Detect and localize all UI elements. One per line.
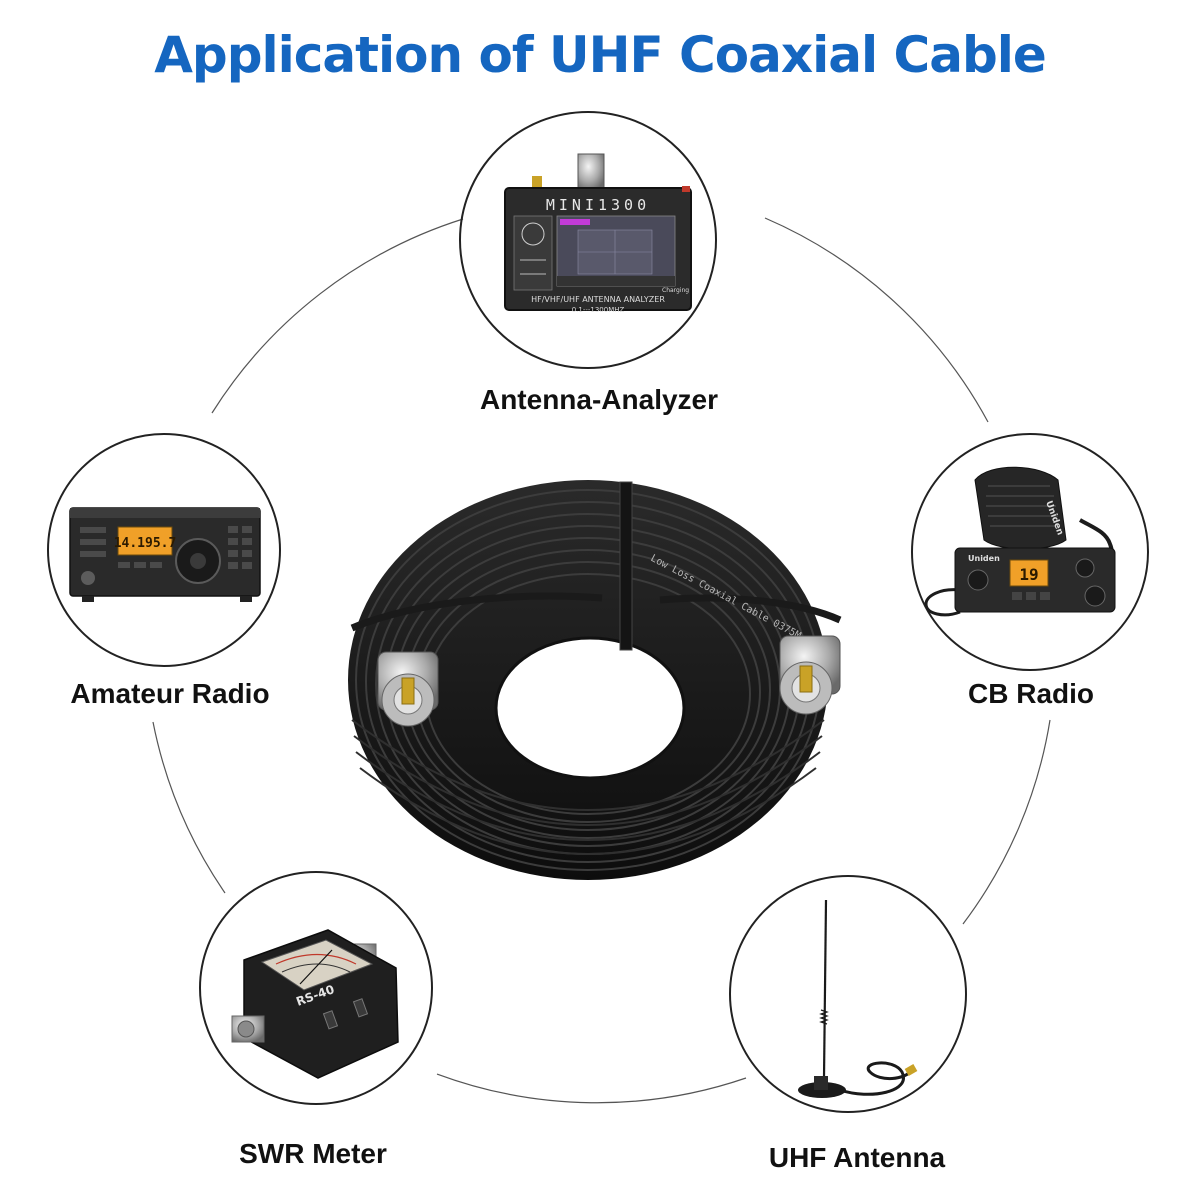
uhf-antenna-icon	[798, 899, 918, 1098]
cb-display: 19	[1019, 565, 1038, 584]
uhf-connector-right	[779, 635, 841, 715]
cb-radio-label: CB Radio	[968, 678, 1094, 709]
antenna-analyzer-label: Antenna-Analyzer	[479, 384, 719, 415]
analyzer-range: 0.1---1300MHZ	[572, 306, 625, 314]
analyzer-caption: HF/VHF/UHF ANTENNA ANALYZER	[531, 295, 665, 304]
amateur-radio-label: Amateur Radio	[70, 678, 270, 709]
cb-radio-icon: Uniden Uniden 19	[924, 466, 1116, 617]
uhf-connector-left	[377, 651, 439, 727]
antenna-analyzer-circle	[459, 111, 717, 369]
cb-radio-brand: Uniden	[968, 554, 1000, 563]
cb-mic-brand: Uniden	[1043, 500, 1065, 537]
cable-marking: Low Loss Coaxial Cable 0375M	[649, 553, 803, 642]
swr-model: RS-40	[294, 982, 336, 1009]
cb-radio-circle	[911, 433, 1149, 671]
connector-ring	[152, 217, 1051, 1104]
ham-display: 14.195.7	[114, 536, 177, 551]
uhf-antenna-circle	[729, 875, 967, 1113]
antenna-analyzer-icon: MINI1300 HF/VHF/UHF ANTENNA ANALYZER 0.1…	[504, 153, 692, 314]
swr-meter-circle	[199, 871, 433, 1105]
page-title: Application of UHF Coaxial Cable	[154, 26, 1047, 84]
analyzer-brand: MINI1300	[546, 196, 650, 214]
coiled-coax-cable-icon: Low Loss Coaxial Cable 0375M	[348, 480, 842, 880]
swr-meter-label: SWR Meter	[239, 1138, 387, 1169]
swr-meter-icon: RS-40	[231, 929, 399, 1079]
amateur-radio-circle	[47, 433, 281, 667]
uhf-antenna-label: UHF Antenna	[768, 1142, 946, 1173]
analyzer-status: Charging	[662, 287, 689, 294]
amateur-radio-icon: 14.195.7	[69, 507, 261, 602]
